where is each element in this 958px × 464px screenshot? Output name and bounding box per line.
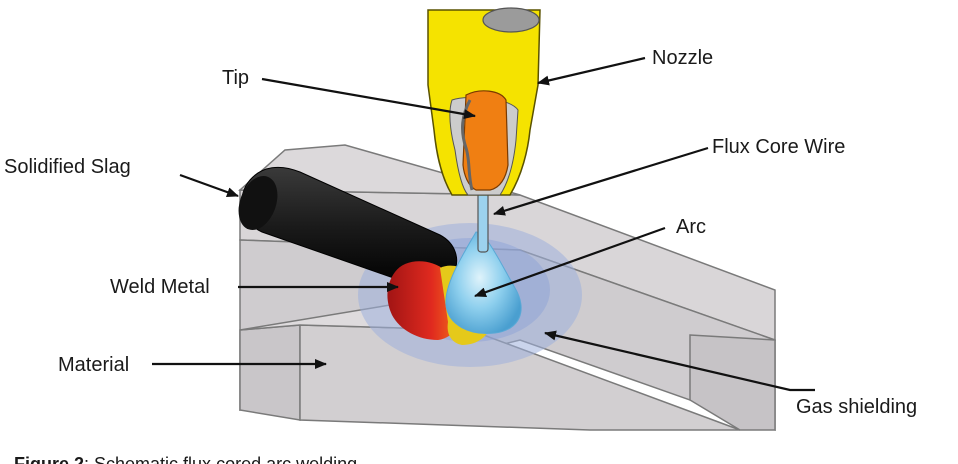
gas-shielding-arrow [544, 330, 815, 392]
tip-arrow [261, 77, 476, 120]
figure-caption-prefix: Figure 2 [14, 454, 84, 464]
slag-end-cap [238, 175, 278, 231]
label-tip: Tip [222, 67, 249, 89]
label-solidified-slag: Solidified Slag [4, 156, 131, 178]
arc-arrow [474, 226, 666, 298]
label-nozzle: Nozzle [652, 47, 713, 69]
label-flux-core-wire: Flux Core Wire [712, 136, 845, 158]
flux-core-wire-arrow [493, 146, 709, 216]
label-material: Material [58, 354, 129, 376]
figure-caption: Figure 2: Schematic flux cored arc weldi… [14, 454, 357, 464]
arc-cone [445, 231, 522, 334]
label-gas-shielding: Gas shielding [796, 396, 917, 418]
figure-caption-text: : Schematic flux cored arc welding [84, 454, 357, 464]
label-weld-metal: Weld Metal [110, 276, 210, 298]
flux-core-wire-shape [477, 191, 489, 253]
nozzle-arrow [537, 56, 646, 86]
solidified-slag-arrow [179, 173, 239, 198]
label-arc: Arc [676, 216, 706, 238]
